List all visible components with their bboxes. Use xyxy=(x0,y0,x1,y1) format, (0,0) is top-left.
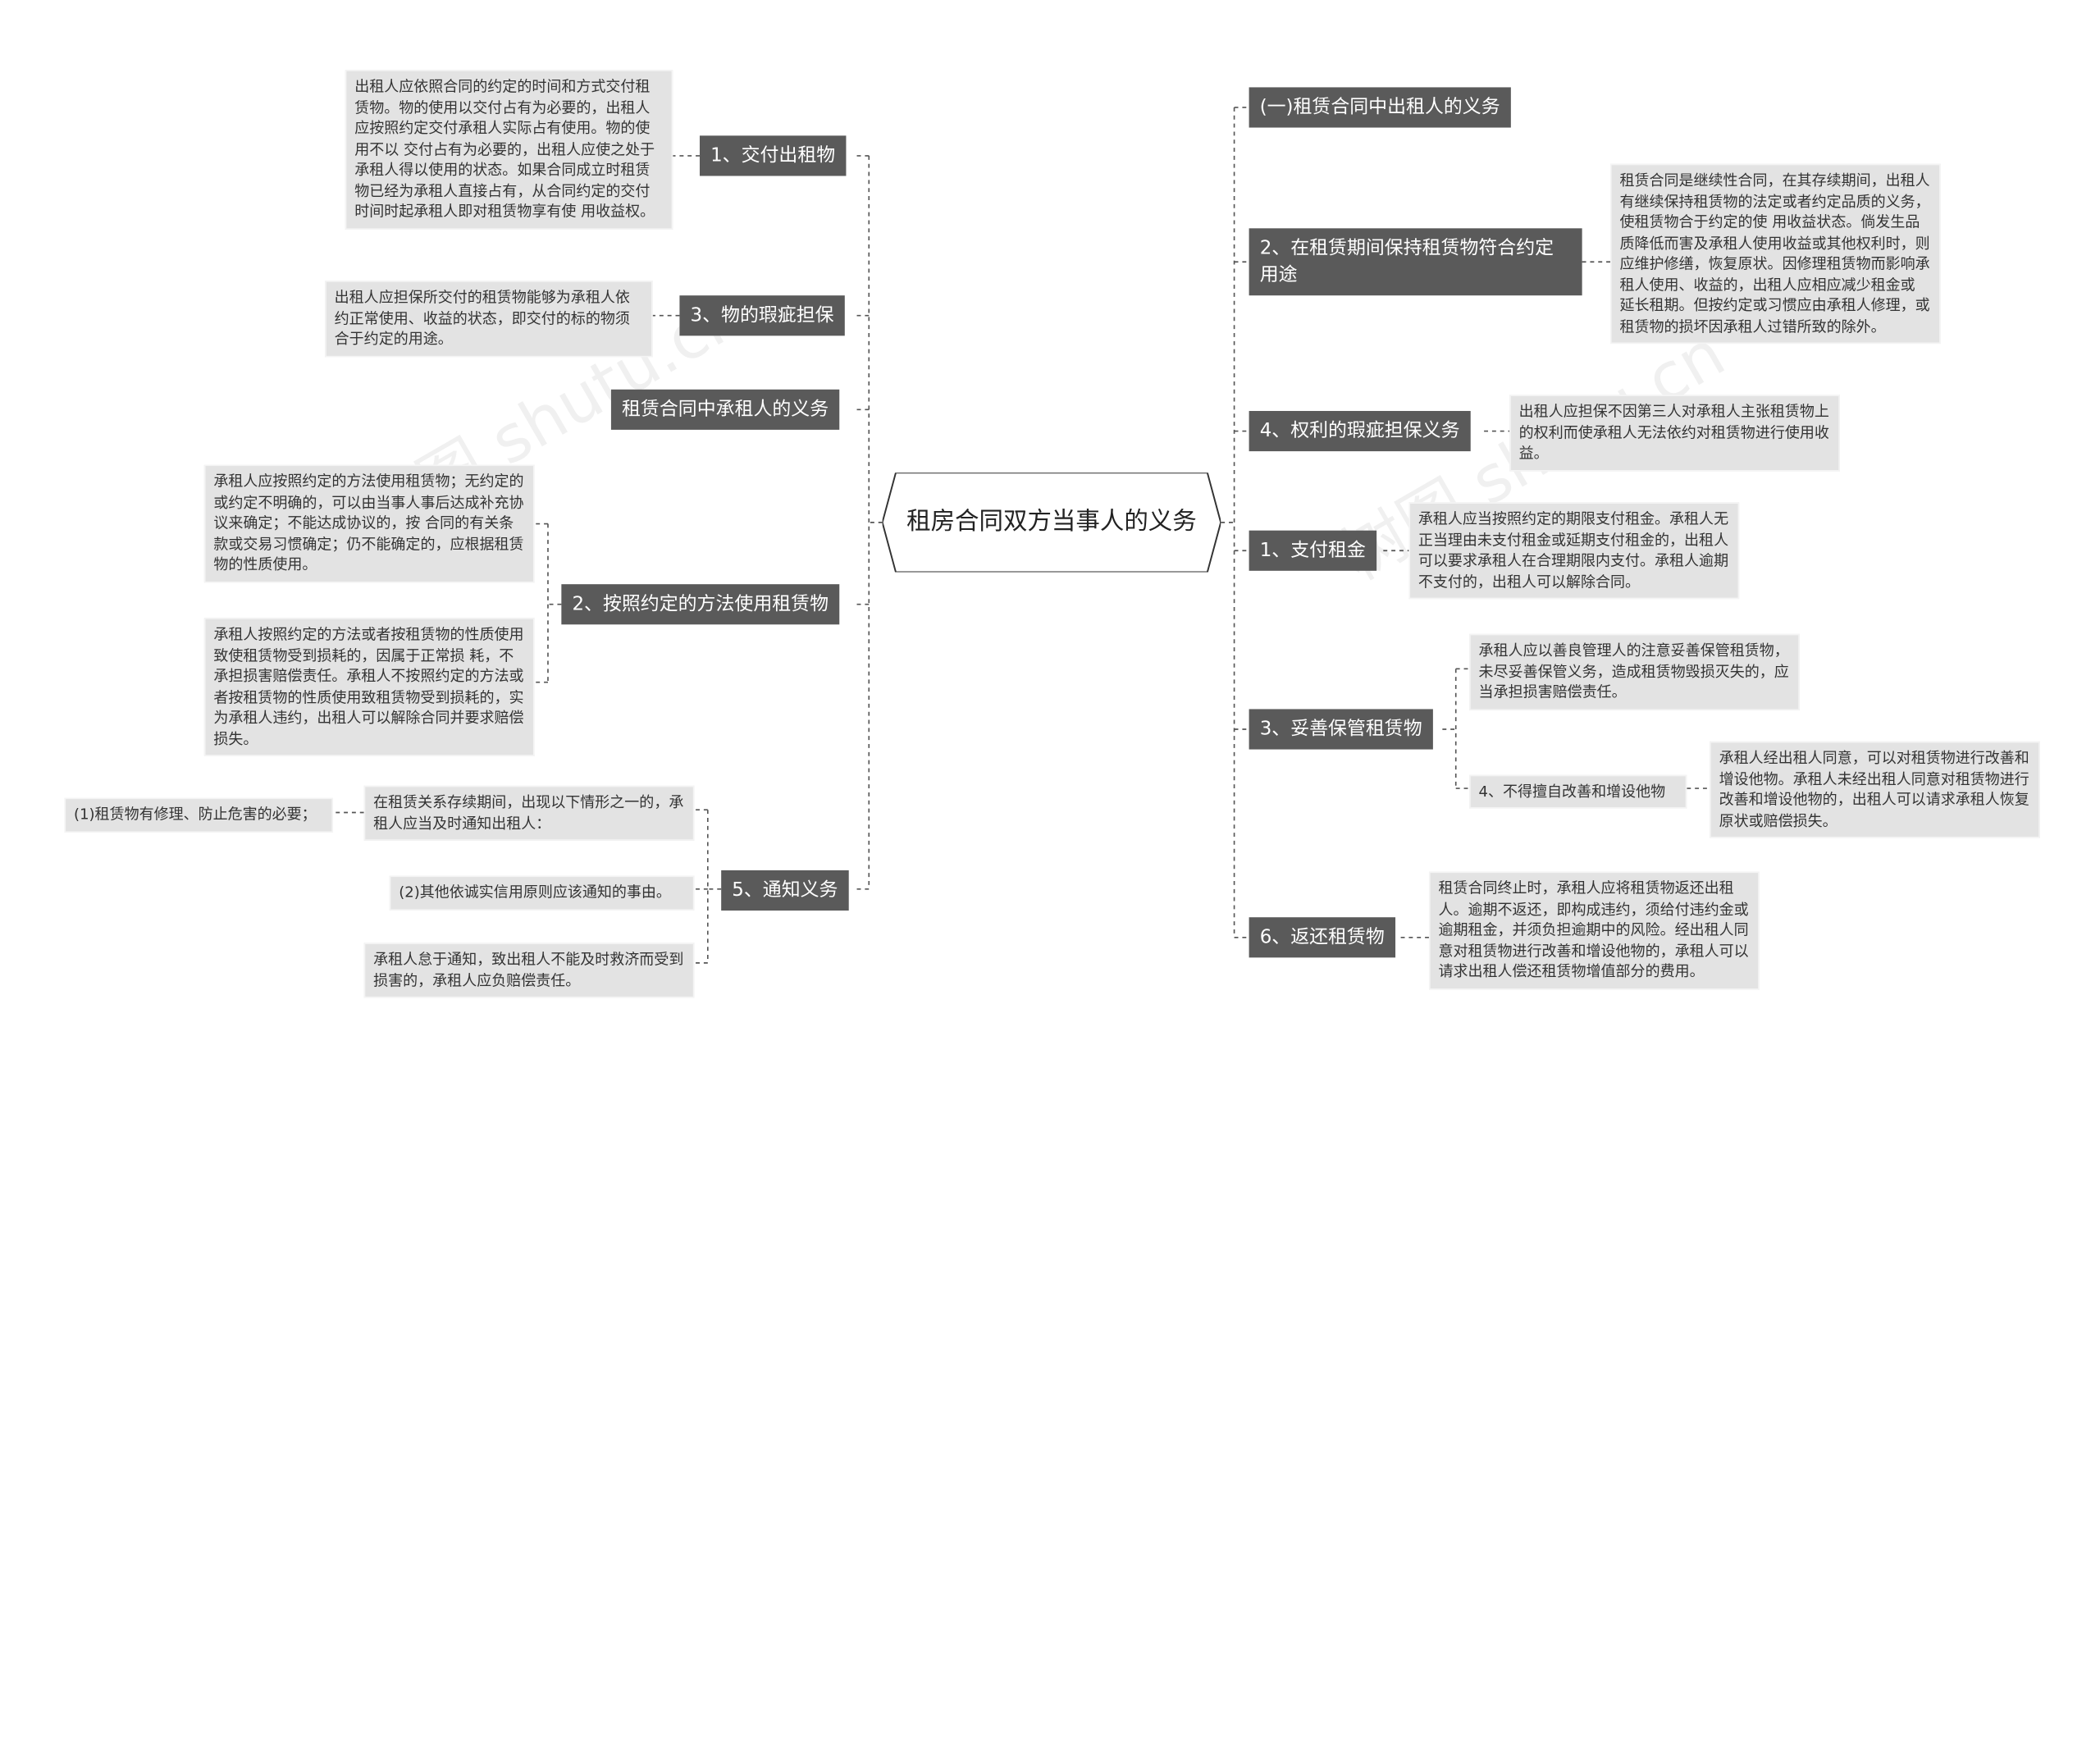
leaf-item-defect-warranty: 出租人应担保所交付的租赁物能够为承租人依约正常使用、收益的状态，即交付的标的物须… xyxy=(325,281,653,357)
leaf-title-defect-warranty: 出租人应担保不因第三人对承租人主张租赁物上的权利而使承租人无法依约对租赁物进行使… xyxy=(1509,395,1840,471)
sub-no-unauthorized-improvement[interactable]: 4、不得擅自改善和增设他物 xyxy=(1469,774,1687,809)
branch-lessee-obligations[interactable]: 租赁合同中承租人的义务 xyxy=(610,389,840,430)
connector-lines xyxy=(333,107,1710,964)
leaf-safekeeping: 承租人应以善良管理人的注意妥善保管租赁物，未尽妥善保管义务，造成租赁物毁损灭失的… xyxy=(1469,633,1800,710)
branch-use-as-agreed[interactable]: 2、按照约定的方法使用租赁物 xyxy=(561,584,840,625)
root-node[interactable]: 租房合同双方当事人的义务 xyxy=(882,472,1221,573)
branch-notification-duty[interactable]: 5、通知义务 xyxy=(721,870,849,911)
leaf-use-as-agreed-2: 承租人按照约定的方法或者按租赁物的性质使用致使租赁物受到损耗的，因属于正常损 耗… xyxy=(203,618,535,756)
leaf-pay-rent: 承租人应当按照约定的期限支付租金。承租人无正当理由未支付租金或延期支付租金的，出… xyxy=(1408,502,1740,600)
leaf-return-item: 租赁合同终止时，承租人应将租赁物返还出租人。逾期不返还，即构成违约，须给付违约金… xyxy=(1428,871,1760,989)
leaf-notification-1-sub: (1)租赁物有修理、防止危害的必要； xyxy=(64,797,334,833)
branch-pay-rent[interactable]: 1、支付租金 xyxy=(1249,530,1377,571)
leaf-deliver-leased-item: 出租人应依照合同的约定的时间和方式交付租赁物。物的使用以交付占有为必要的，出租人… xyxy=(345,70,673,230)
root-shape xyxy=(882,472,1221,573)
leaf-notification-1: 在租赁关系存续期间，出现以下情形之一的，承租人应当及时通知出租人： xyxy=(363,785,695,841)
leaf-notification-3: 承租人怠于通知，致出租人不能及时救济而受到损害的，承租人应负赔偿责任。 xyxy=(363,943,695,998)
leaf-use-as-agreed-1: 承租人应按照约定的方法使用租赁物；无约定的或约定不明确的，可以由当事人事后达成补… xyxy=(203,464,535,582)
leaf-maintain-item: 租赁合同是继续性合同，在其存续期间，出租人有继续保持租赁物的法定或者约定品质的义… xyxy=(1610,163,1941,345)
branch-lessor-obligations[interactable]: (一)租赁合同中出租人的义务 xyxy=(1249,87,1511,128)
root-title: 租房合同双方当事人的义务 xyxy=(906,507,1197,536)
branch-deliver-leased-item[interactable]: 1、交付出租物 xyxy=(699,135,847,176)
branch-safekeeping[interactable]: 3、妥善保管租赁物 xyxy=(1249,709,1433,750)
leaf-notification-2: (2)其他依诚实信用原则应该通知的事由。 xyxy=(389,875,695,911)
branch-return-item[interactable]: 6、返还租赁物 xyxy=(1249,917,1395,958)
branch-item-defect-warranty[interactable]: 3、物的瑕疵担保 xyxy=(679,295,845,336)
branch-title-defect-warranty[interactable]: 4、权利的瑕疵担保义务 xyxy=(1249,410,1471,452)
branch-maintain-item[interactable]: 2、在租赁期间保持租赁物符合约定用途 xyxy=(1249,228,1582,296)
leaf-no-unauthorized-improvement: 承租人经出租人同意，可以对租赁物进行改善和增设他物。承租人未经出租人同意对租赁物… xyxy=(1710,741,2040,838)
